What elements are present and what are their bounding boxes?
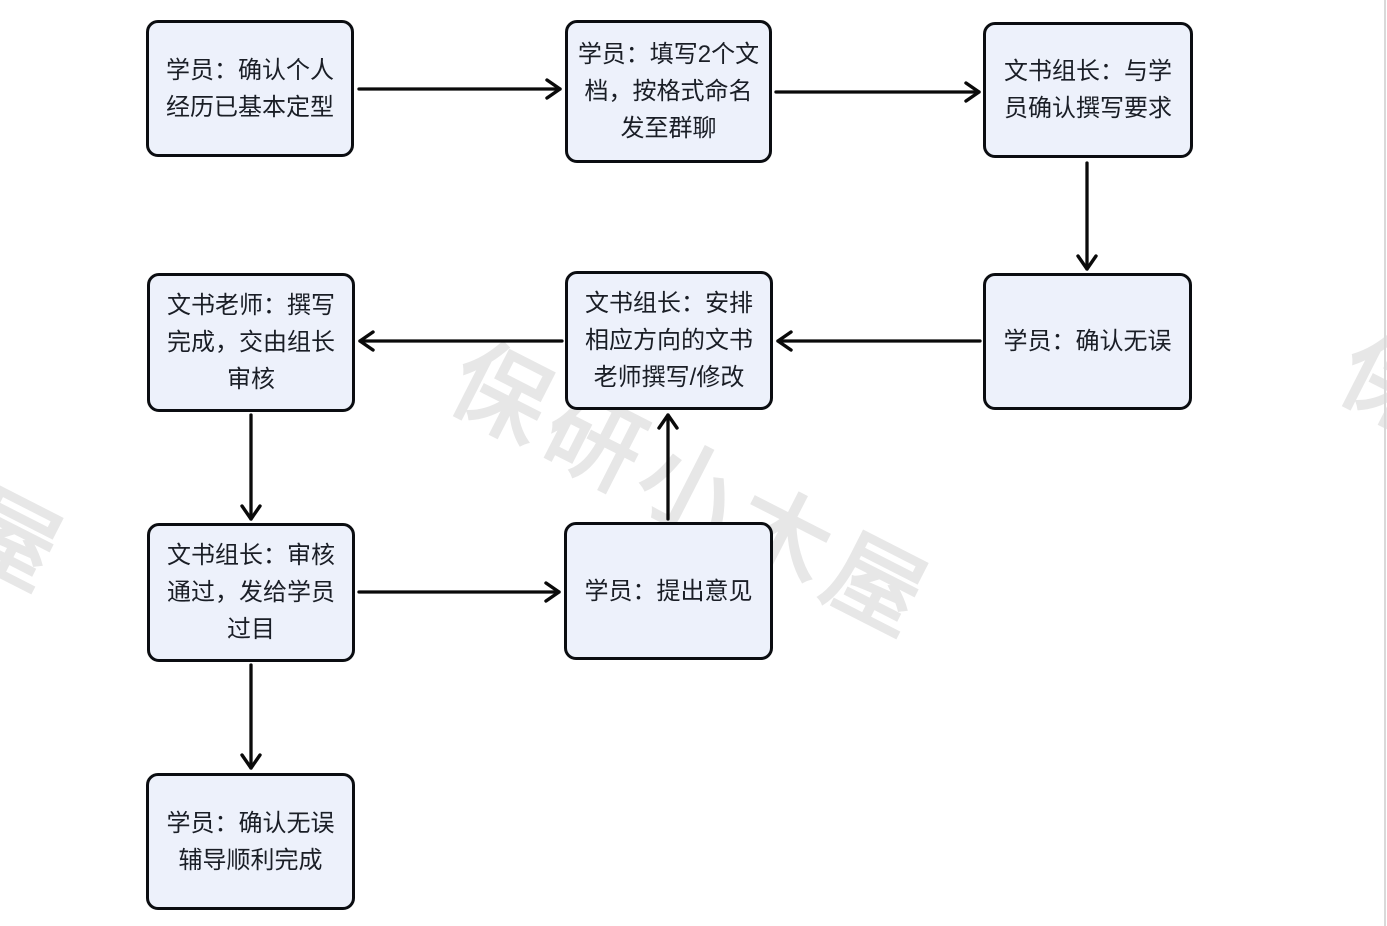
page-edge-line	[1384, 0, 1386, 926]
flow-node-leader-assign-teacher: 文书组长：安排 相应方向的文书 老师撰写/修改	[565, 271, 773, 410]
watermark-text-right-partial: 保研小木屋	[1322, 315, 1387, 649]
flow-node-leader-confirm-requirements: 文书组长：与学 员确认撰写要求	[983, 22, 1193, 158]
flow-node-leader-review-pass: 文书组长：审核 通过，发给学员 过目	[147, 523, 355, 662]
flow-node-student-confirm-complete: 学员：确认无误 辅导顺利完成	[146, 773, 355, 910]
flow-node-student-fill-documents: 学员：填写2个文 档，按格式命名 发至群聊	[565, 20, 772, 163]
flow-node-teacher-finish-writing: 文书老师：撰写 完成，交由组长 审核	[147, 273, 355, 412]
flow-node-student-confirm-correct: 学员：确认无误	[983, 273, 1192, 410]
flow-node-student-confirm-experience: 学员：确认个人 经历已基本定型	[146, 20, 354, 157]
watermark-text-left-partial: 保研小木屋	[0, 280, 85, 614]
flow-node-student-give-feedback: 学员：提出意见	[564, 522, 773, 660]
